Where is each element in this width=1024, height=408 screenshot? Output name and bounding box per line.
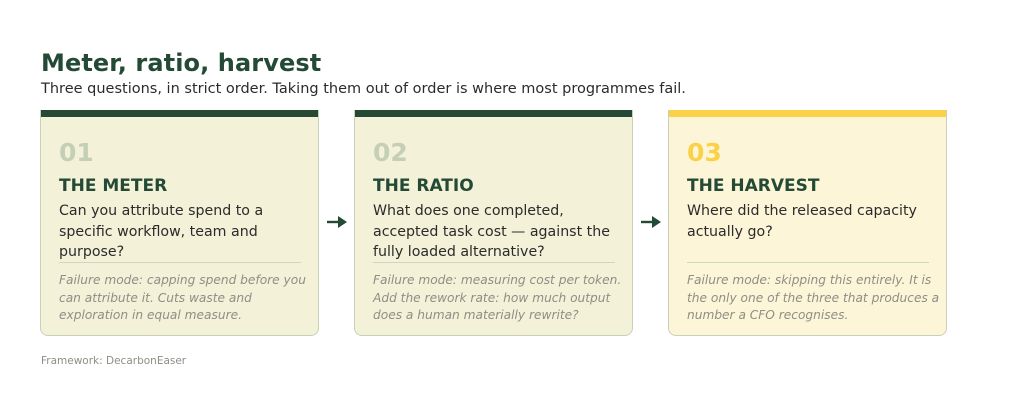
page-title: Meter, ratio, harvest [41, 49, 322, 77]
failure-mode-text: Failure mode: capping spend before you c… [59, 273, 306, 322]
failure-mode-text: Failure mode: skipping this entirely. It… [687, 273, 940, 322]
card-divider [687, 262, 929, 263]
step-heading: THE RATIO [373, 176, 474, 196]
card-accent-bar [41, 110, 318, 117]
arrow-right-icon [327, 216, 347, 228]
step-number: 03 [687, 138, 722, 167]
step-heading: THE HARVEST [687, 176, 820, 196]
step-card-ratio: 02 THE RATIO What does one completed, ac… [354, 110, 633, 336]
step-card-harvest: 03 THE HARVEST Where did the released ca… [668, 110, 947, 336]
step-heading: THE METER [59, 176, 168, 196]
step-question: Where did the released capacity actually… [687, 203, 917, 240]
arrow-right-icon [641, 216, 661, 228]
step-question: Can you attribute spend to a specific wo… [59, 203, 264, 260]
card-divider [59, 262, 301, 263]
step-card-meter: 01 THE METER Can you attribute spend to … [40, 110, 319, 336]
framework-credit: Framework: DecarbonEaser [41, 355, 187, 367]
step-number: 01 [59, 138, 94, 167]
page-subtitle: Three questions, in strict order. Taking… [41, 81, 686, 97]
step-question: What does one completed, accepted task c… [373, 203, 610, 260]
step-number: 02 [373, 138, 408, 167]
card-accent-bar [669, 110, 946, 117]
card-divider [373, 262, 615, 263]
failure-mode-text: Failure mode: measuring cost per token. … [373, 273, 622, 322]
card-accent-bar [355, 110, 632, 117]
